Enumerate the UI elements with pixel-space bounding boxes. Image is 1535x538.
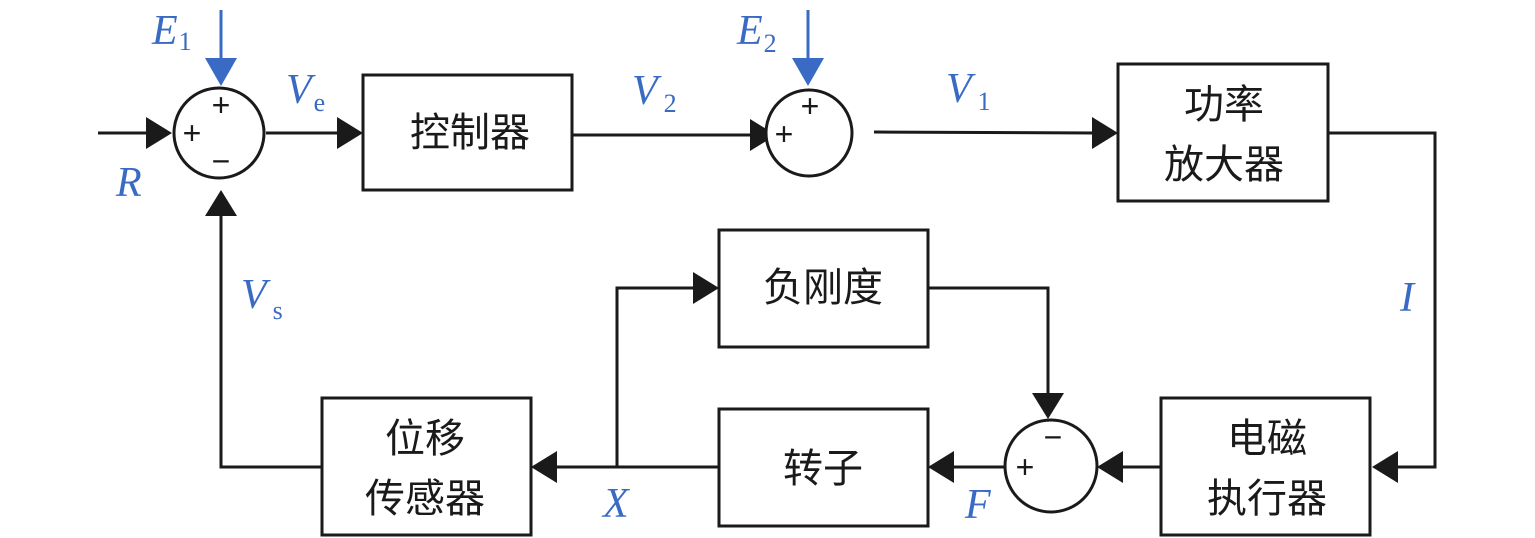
wire-v1 <box>873 130 1096 135</box>
wire-x-branch <box>615 286 695 467</box>
signal-label-i: I <box>1399 275 1416 321</box>
sum2-sign-left: + <box>775 116 794 152</box>
actuator-label-line2: 执行器 <box>1207 476 1327 522</box>
block-negative-stiffness: 负刚度 <box>717 228 930 349</box>
signal-label-e2: E2 <box>736 8 777 58</box>
arrow-i <box>1372 451 1398 483</box>
summing-junction-2: + + <box>764 88 854 178</box>
power-amplifier-label-line1: 功率 <box>1184 82 1264 128</box>
block-rotor: 转子 <box>717 407 930 528</box>
signal-label-x: X <box>601 481 631 527</box>
sum2-sign-top: + <box>801 88 820 124</box>
arrow-neg-stiffness-out <box>1032 393 1064 419</box>
arrow-e1 <box>205 58 237 86</box>
sum3-sign-left: + <box>1016 449 1035 485</box>
arrow-vs <box>205 190 237 216</box>
sum1-sign-left: + <box>183 115 202 151</box>
arrow-r-input <box>146 117 172 149</box>
wire-vs <box>219 213 322 469</box>
block-electromagnetic-actuator: 电磁 执行器 <box>1159 396 1372 537</box>
arrow-x <box>531 451 557 483</box>
arrow-f <box>928 451 954 483</box>
summing-junction-3: + − <box>1003 418 1099 514</box>
arrow-actuator-out <box>1097 451 1123 483</box>
sum1-sign-top: + <box>212 87 231 123</box>
sum1-sign-bottom: − <box>212 143 231 179</box>
arrow-e2 <box>792 58 824 86</box>
arrow-x-branch <box>693 272 719 304</box>
block-displacement-sensor: 位移 传感器 <box>320 396 533 537</box>
wire-i <box>1328 131 1437 469</box>
displacement-sensor-label-line2: 传感器 <box>365 476 485 522</box>
arrow-ve <box>337 117 363 149</box>
negative-stiffness-label: 负刚度 <box>763 265 883 311</box>
block-power-amplifier: 功率 放大器 <box>1116 62 1330 203</box>
signal-label-e1: E1 <box>151 8 192 56</box>
controller-label: 控制器 <box>410 110 530 156</box>
rotor-label: 转子 <box>783 446 863 492</box>
wire-neg-stiffness-out <box>928 286 1050 395</box>
arrow-v1 <box>1092 117 1118 149</box>
block-controller: 控制器 <box>361 73 574 192</box>
arrow-v2 <box>750 119 776 151</box>
summing-junction-1: + + − <box>172 86 266 180</box>
power-amplifier-label-line2: 放大器 <box>1164 142 1284 188</box>
signal-label-ve: Ve <box>286 67 325 117</box>
displacement-sensor-label-line1: 位移 <box>385 416 465 462</box>
signal-label-r: R <box>115 160 142 206</box>
actuator-label-line1: 电磁 <box>1227 416 1307 462</box>
signal-label-f: F <box>964 482 991 528</box>
sum3-sign-top: − <box>1044 419 1063 455</box>
